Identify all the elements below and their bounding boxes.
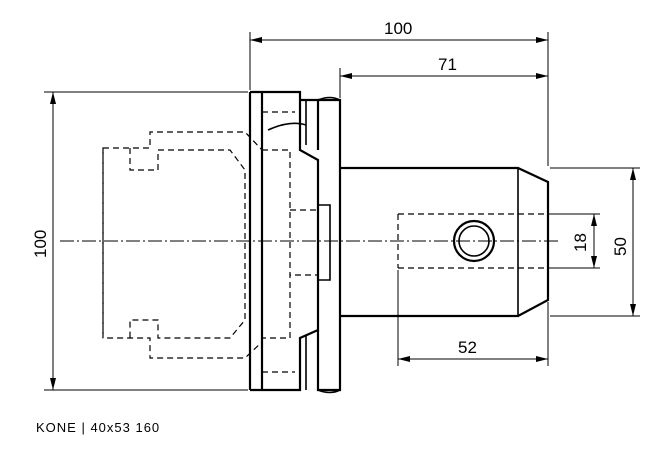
taper-body xyxy=(102,90,342,394)
drawing-caption: KONE | 40x53 160 xyxy=(36,420,161,435)
dim-bore-diameter-label: 18 xyxy=(571,233,590,252)
dim-shank-length: 71 xyxy=(339,55,548,98)
dim-bore-diameter: 18 xyxy=(548,213,600,269)
dim-flange-height: 100 xyxy=(31,91,248,391)
dim-flange-height-label: 100 xyxy=(31,230,50,258)
dim-overall-length-label: 100 xyxy=(384,19,412,38)
shank-body xyxy=(340,166,550,318)
dim-shank-diameter: 50 xyxy=(550,167,640,317)
dim-bore-length: 52 xyxy=(397,270,549,366)
dim-shank-length-label: 71 xyxy=(438,55,457,74)
dim-bore-length-label: 52 xyxy=(458,338,477,357)
dim-shank-diameter-label: 50 xyxy=(611,237,630,256)
dim-overall-length: 100 xyxy=(249,19,549,166)
